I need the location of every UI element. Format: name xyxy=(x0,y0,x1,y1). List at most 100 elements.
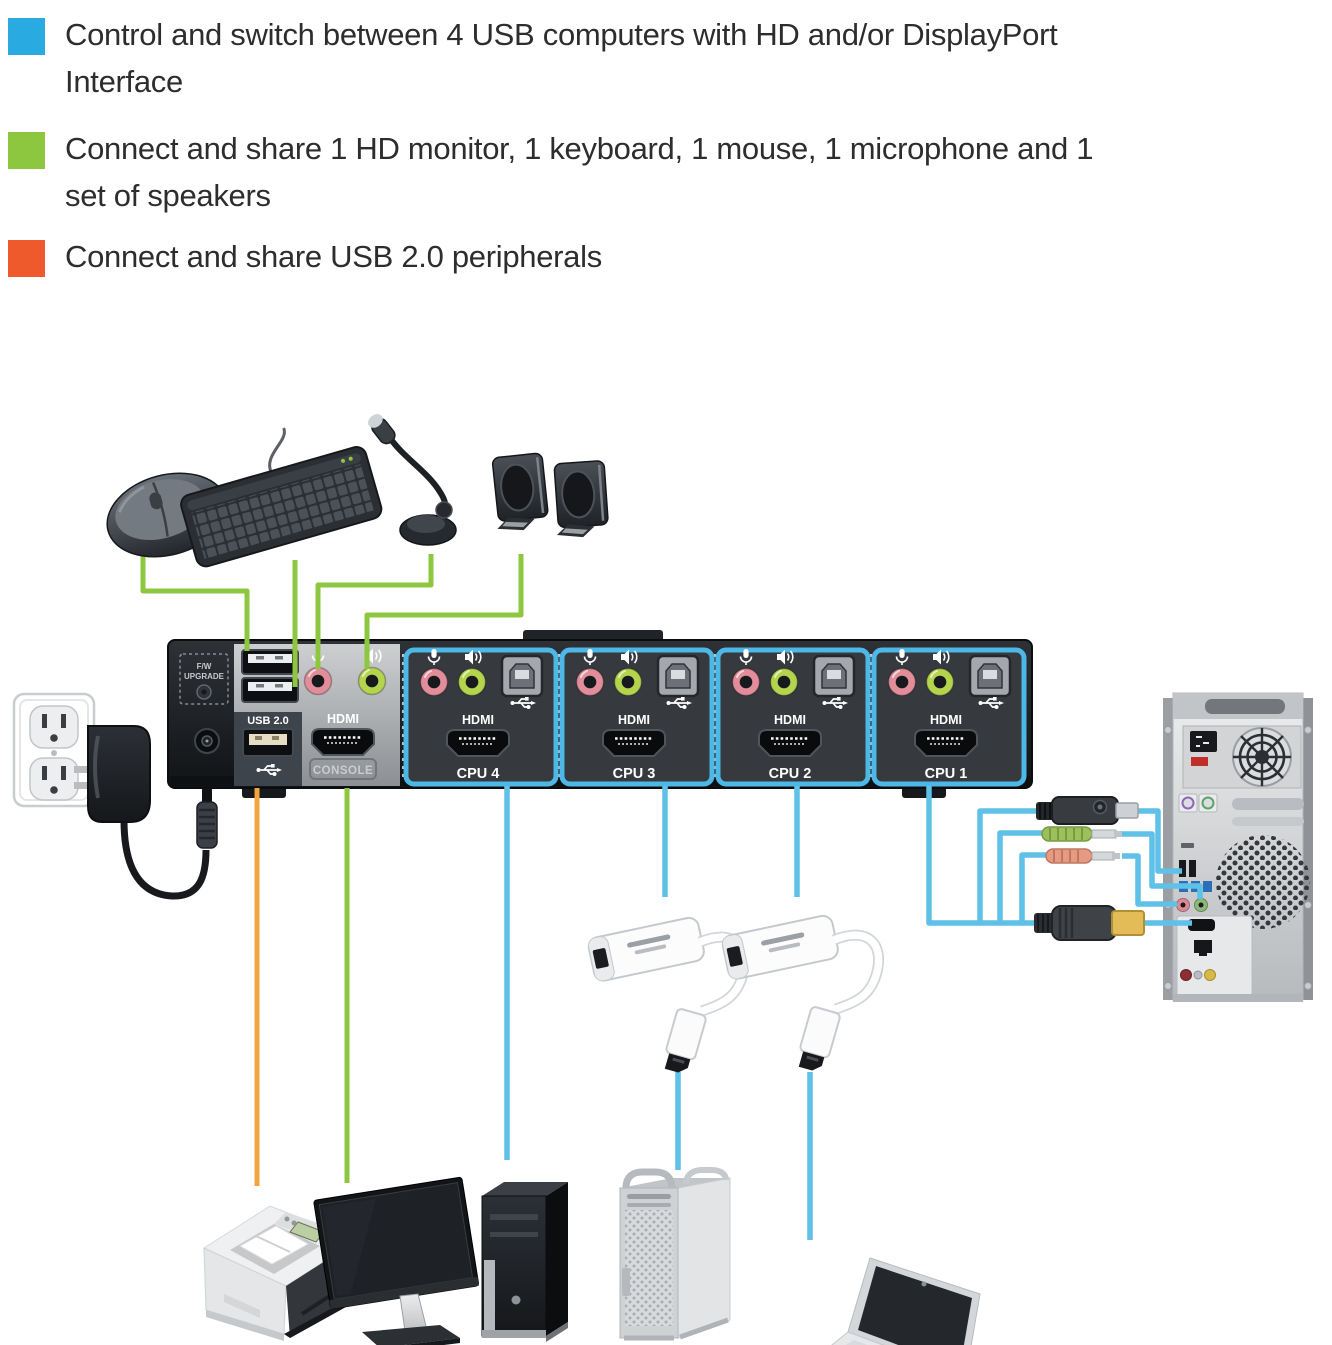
console-mic-jack xyxy=(303,666,333,696)
rca-red xyxy=(1180,969,1192,981)
ac-inlet-pins xyxy=(1196,736,1209,747)
computer-tower-rear xyxy=(1163,692,1313,1002)
webcam xyxy=(921,1281,927,1287)
laptop-keyboard xyxy=(845,1340,868,1345)
cpu3-label: CPU 3 xyxy=(613,766,656,782)
wall-outlet xyxy=(12,692,96,808)
feature-item-3: Connect and share USB 2.0 peripherals xyxy=(8,239,1328,280)
scroll-wheel xyxy=(149,492,163,510)
laptop xyxy=(831,1257,981,1345)
microphone xyxy=(368,414,457,546)
speaker-cable xyxy=(364,554,524,669)
monitor-base xyxy=(362,1325,460,1345)
keyboard xyxy=(180,427,383,568)
desktop-silver-strip xyxy=(484,1260,495,1332)
tower-left-rail xyxy=(1163,698,1173,1000)
cpu1-branch-usb xyxy=(977,808,1041,923)
optical-drive-1 xyxy=(490,1214,538,1220)
console-label-box xyxy=(309,758,377,780)
cpu3-hdmi-port xyxy=(601,728,667,758)
tower-handle xyxy=(1205,699,1285,714)
speaker-left xyxy=(488,451,551,535)
cpu2-hdmi-port xyxy=(757,728,823,758)
voltage-switch xyxy=(1191,757,1208,766)
cables xyxy=(140,554,1203,1240)
slim-port xyxy=(1181,843,1194,848)
tower-right-rail xyxy=(1303,698,1313,1000)
blue-square-icon xyxy=(8,18,45,55)
speaker-plug xyxy=(1041,826,1122,842)
cpu2-label: CPU 2 xyxy=(769,766,812,782)
fw-upgrade-box xyxy=(179,653,229,705)
usb-port-1 xyxy=(1179,860,1186,877)
mic-capsule xyxy=(368,414,396,445)
mac-grille xyxy=(625,1210,673,1326)
cpu1-branch-mic xyxy=(1019,852,1048,923)
dp-hdmi-adapter-2 xyxy=(721,914,879,1074)
barrel-connector xyxy=(196,788,218,849)
cpu4-hdmi-port xyxy=(445,728,511,758)
cpu2-hdmi-label: HDMI xyxy=(774,713,806,727)
outlet-screw xyxy=(51,750,57,756)
cpu4-section: HDMI CPU 4 xyxy=(403,647,559,787)
rca-yellow xyxy=(1204,969,1216,981)
kvm-switch-rear: F/W UPGRADE USB 2.0 HDMI xyxy=(167,630,1033,798)
cpu3-usb-b-port xyxy=(656,654,700,698)
cpu2-mic-jack xyxy=(731,667,761,697)
feature-item-2: Connect and share 1 HD monitor, 1 keyboa… xyxy=(8,131,1328,219)
cpu1-mic-jack xyxy=(887,667,917,697)
mac-drive-slot-1 xyxy=(627,1194,671,1199)
mic-plug xyxy=(1045,848,1120,864)
vent-slot-2 xyxy=(1232,817,1304,826)
monitor xyxy=(313,1176,479,1345)
mac-drive-slot-2 xyxy=(627,1203,671,1207)
feature-item-1: Control and switch between 4 USB compute… xyxy=(8,17,1328,105)
desktop-pc xyxy=(481,1182,568,1342)
green-square-icon xyxy=(8,132,45,169)
usb20-label: USB 2.0 xyxy=(247,715,289,727)
spk-to-tower xyxy=(1122,831,1203,899)
console-hdmi-port xyxy=(310,727,376,757)
cpu4-label: CPU 4 xyxy=(457,766,500,782)
cpu1-usb-b-port xyxy=(968,654,1012,698)
mouse-cable xyxy=(140,556,250,651)
adapter-body xyxy=(87,725,151,823)
cpu3-hdmi-label: HDMI xyxy=(618,713,650,727)
console-usb-port-1 xyxy=(241,649,299,675)
ethernet-port xyxy=(1194,940,1212,956)
mic-to-tower xyxy=(1122,853,1177,907)
mac-pro-tower xyxy=(619,1167,731,1341)
cpu3-speaker-jack xyxy=(613,667,643,697)
cpu2-speaker-jack xyxy=(769,667,799,697)
feature-1-line-1: Control and switch between 4 USB compute… xyxy=(65,17,1058,52)
console-speaker-jack xyxy=(357,666,387,696)
keyboard-wire xyxy=(268,427,286,474)
fw-upgrade-label-1: F/W xyxy=(197,662,212,671)
speaker-right xyxy=(550,459,611,541)
cpu1-cable-plugs xyxy=(1034,796,1145,941)
printer-lcd xyxy=(289,1221,325,1243)
cpu4-mic-jack xyxy=(419,667,449,697)
cpu1-hdmi-port xyxy=(913,728,979,758)
feature-2-line-1: Connect and share 1 HD monitor, 1 keyboa… xyxy=(65,131,1094,166)
microphone-cable xyxy=(315,554,434,669)
tower-base xyxy=(1173,994,1303,1002)
cpu1-cable-main xyxy=(926,786,1041,926)
cpu-cables xyxy=(504,786,1203,1240)
optical-drive-2 xyxy=(490,1232,538,1237)
power-adapter xyxy=(74,725,218,900)
usb-to-tower xyxy=(1125,808,1182,874)
tower-hdmi-port xyxy=(1188,919,1215,931)
speakers xyxy=(488,451,611,541)
hdmi-plug xyxy=(1034,905,1145,941)
orange-square-icon xyxy=(8,240,45,277)
feature-3-line-1: Connect and share USB 2.0 peripherals xyxy=(65,239,602,274)
usb-port-2 xyxy=(1189,860,1196,877)
mic-gooseneck xyxy=(387,436,449,513)
cpu2-usb-b-port xyxy=(812,654,856,698)
feature-1-line-2: Interface xyxy=(65,64,183,99)
mac-handle-front xyxy=(622,1168,676,1189)
panel-seams xyxy=(402,654,872,782)
